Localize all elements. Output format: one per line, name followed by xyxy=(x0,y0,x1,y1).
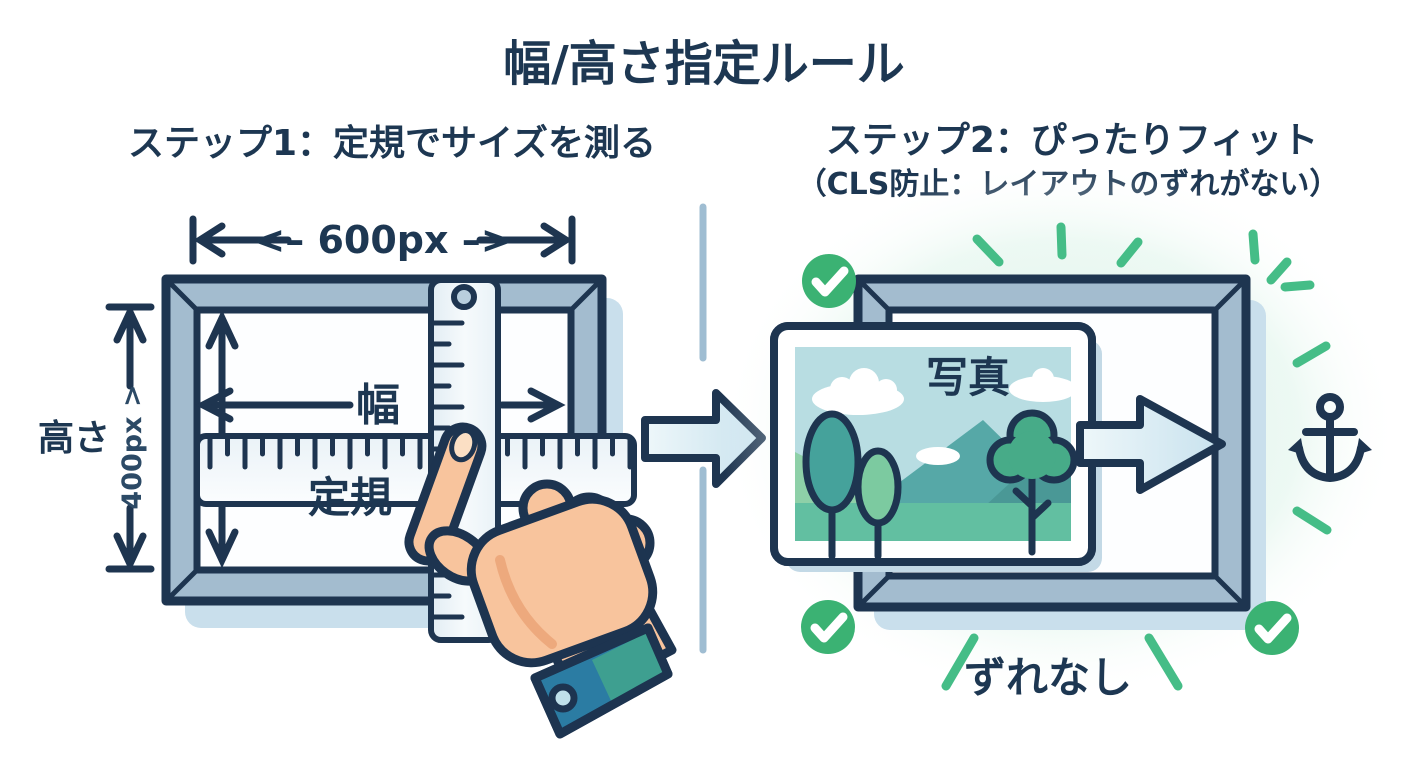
page-title: 幅/高さ指定ルール xyxy=(503,36,905,92)
photo-label: 写真 xyxy=(926,353,1010,402)
cuff-button xyxy=(548,683,578,713)
tree-icons xyxy=(802,409,1078,560)
width-dimension xyxy=(189,215,576,265)
horizontal-ruler xyxy=(194,433,637,507)
inner-width-arrow xyxy=(195,387,566,423)
step2-heading: ステップ2：ぴったりフィット xyxy=(826,120,1318,161)
sleeve-cuff xyxy=(530,623,673,739)
fingernail xyxy=(449,428,478,463)
ruler-label: 定規 xyxy=(308,473,392,522)
check-circle-icon xyxy=(802,254,856,308)
check-circle-icon xyxy=(1245,601,1299,655)
pointing-hand-icon xyxy=(404,422,677,739)
photo-illustration: 写真 xyxy=(795,347,1078,560)
cloud-icons xyxy=(812,368,1077,465)
photo-card: 写真 xyxy=(770,322,1102,572)
height-dimension xyxy=(105,303,155,573)
check-circle-icon xyxy=(801,600,855,654)
anchor-icon xyxy=(1288,393,1372,483)
fit-arrow-icon xyxy=(1076,395,1226,494)
width-label: 幅 xyxy=(356,380,400,431)
check-circle-icons xyxy=(801,254,1299,655)
sparkle-ray-icons xyxy=(941,222,1332,691)
step1-heading: ステップ1：定規でサイズを測る xyxy=(128,122,656,164)
result-label: ずれなし xyxy=(964,653,1132,702)
width-dimension-label: <– 600px –> xyxy=(253,218,512,262)
height-dimension-label: 400px > xyxy=(117,384,148,509)
height-label: 高さ xyxy=(38,418,110,459)
ruler-hole xyxy=(451,284,477,310)
